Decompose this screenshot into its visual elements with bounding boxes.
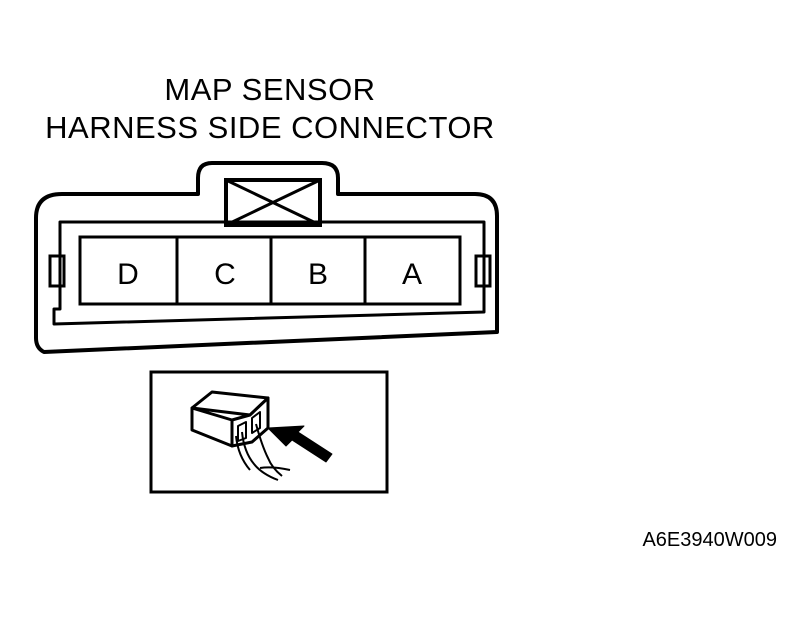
figure-code: A6E3940W009 [642,529,777,551]
left-latch [48,254,66,288]
right-latch [474,254,492,288]
terminal-label-a: A [402,258,422,291]
connector-probe-icon [190,390,333,481]
connector-housing [34,161,499,354]
connector-inner-frame [52,220,486,326]
terminal-row: D C B A [78,235,462,306]
title-line-2: HARNESS SIDE CONNECTOR [45,110,495,145]
terminal-label-b: B [308,258,328,291]
title-line-1: MAP SENSOR [164,72,376,107]
terminal-label-c: C [214,258,236,291]
terminal-label-d: D [117,258,139,291]
terminal-cavity-a [363,235,462,306]
inset-frame [149,370,389,494]
x-box-icon [224,178,322,227]
